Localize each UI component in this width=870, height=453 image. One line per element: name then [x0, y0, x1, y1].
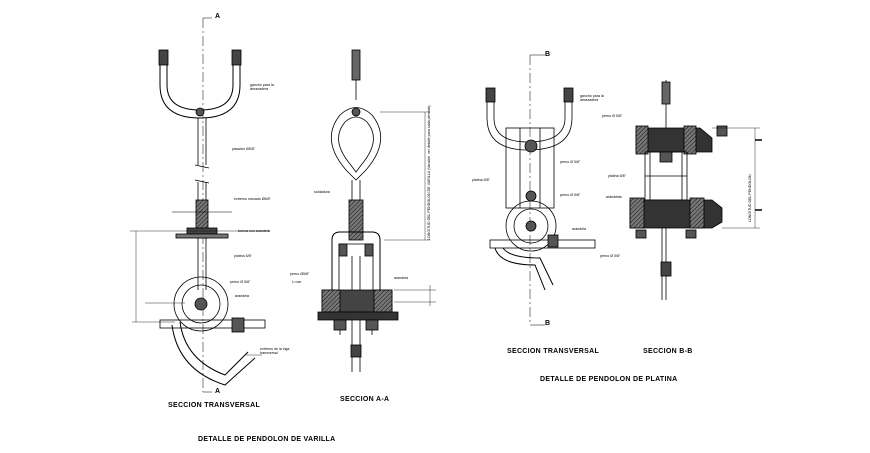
caption-seccion-aa: SECCION A-A — [340, 396, 390, 403]
label-perno-platina-2: perno Ø 5/8" — [560, 160, 581, 164]
varilla-section-aa-view — [317, 49, 436, 372]
label-pasador: pasador Ø5/8" — [232, 147, 256, 151]
label-perno-platina-4: perno Ø 5/8" — [600, 254, 621, 258]
label-platina: platina 5/8" — [234, 254, 252, 258]
label-extremo-roscado: extremo roscado Ø5/8" — [234, 197, 271, 201]
label-arandela-aa: arandela — [394, 276, 408, 280]
caption-seccion-transversal-platina: SECCION TRANSVERSAL — [507, 348, 600, 355]
section-mark-b-top: B — [545, 51, 551, 58]
section-mark-a-bottom: A — [215, 388, 221, 395]
label-platina-1: platina 5/8" — [472, 178, 490, 182]
label-arandela: arandela — [235, 294, 249, 298]
label-perno: perno Ø 5/8" — [230, 280, 251, 284]
label-perno-aa: perno Ø5/8" — [290, 272, 310, 276]
label-gancho-platina: gancho para la abrazadera — [580, 94, 604, 102]
caption-seccion-transversal-varilla: SECCION TRANSVERSAL — [168, 402, 261, 409]
label-perno-platina-1: perno Ø 5/8" — [602, 114, 623, 118]
caption-seccion-bb: SECCION B-B — [643, 348, 693, 355]
label-platina-2: platina 5/8" — [608, 174, 626, 178]
section-mark-a-top: A — [215, 13, 221, 20]
title-pendolon-varilla: DETALLE DE PENDOLON DE VARILLA — [198, 436, 336, 443]
varilla-transversal-view — [130, 17, 270, 393]
label-arandela-platina-1: arandela — [572, 227, 586, 231]
platina-transversal-view — [485, 54, 596, 326]
label-l-var: L=var — [292, 280, 302, 284]
label-tuerca: tuerca con arandela — [238, 229, 270, 233]
label-longitud-platina: LONGITUD DEL PENDOLON — [748, 174, 752, 222]
label-perno-platina-3: perno Ø 5/8" — [560, 193, 581, 197]
label-extremo-viga: extremo de la viga transversal — [260, 347, 290, 355]
label-gancho: gancho para la abrazadera — [250, 83, 274, 91]
title-pendolon-platina: DETALLE DE PENDOLON DE PLATINA — [540, 376, 678, 383]
platina-section-bb-view — [629, 80, 762, 300]
label-soldadura: soldadura — [314, 190, 330, 194]
section-mark-b-bottom: B — [545, 320, 551, 327]
label-longitud-varilla: LONGITUD DEL PENDOLON DE VARILLA (Variab… — [427, 105, 431, 240]
label-arandelas-platina: arandelas — [606, 195, 622, 199]
